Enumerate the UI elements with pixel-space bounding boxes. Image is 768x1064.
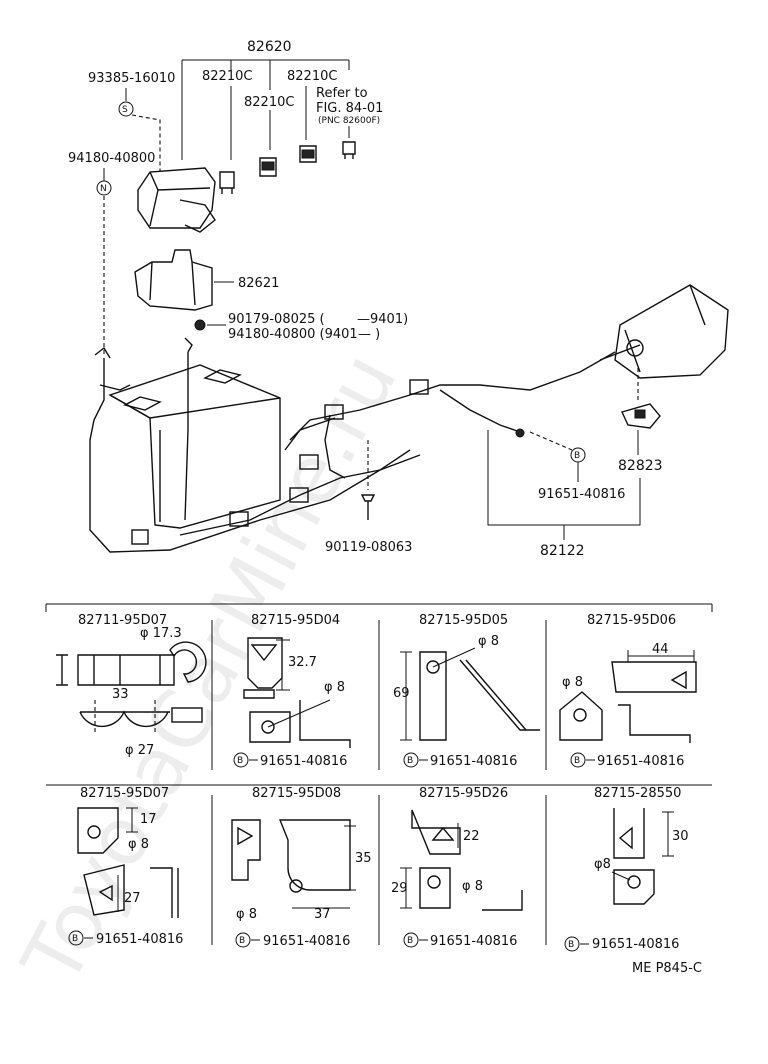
panel6-part: 82715-95D08 — [252, 786, 341, 801]
panel2-bolt-sym: B — [237, 756, 243, 766]
panel3-dim1: φ 8 — [478, 634, 499, 649]
panel8-drawing — [611, 808, 674, 905]
panel5-dim1: 17 — [140, 812, 157, 827]
panel6-bolt: 91651-40816 — [263, 934, 350, 949]
nut-icon — [194, 319, 206, 331]
panel4-bolt-sym: B — [574, 756, 580, 766]
panel5-dim3: 27 — [124, 891, 141, 906]
screw-symbol-letter: S — [122, 105, 128, 115]
label-bolt-a: 90179-08025 ( — [228, 312, 325, 327]
panel4-dim2: φ 8 — [562, 675, 583, 690]
panel7-part: 82715-95D26 — [419, 786, 508, 801]
panel4-drawing — [559, 650, 697, 743]
label-fuse-a: 82210C — [202, 69, 252, 84]
label-bolt-main: 91651-40816 — [538, 487, 625, 502]
panel1-dim2: 33 — [112, 687, 129, 702]
fuse-box-cover — [134, 249, 213, 311]
panel7-drawing — [400, 809, 523, 911]
panel2-bolt: 91651-40816 — [260, 754, 347, 769]
label-bolt-b: 94180-40800 (9401 — [228, 327, 358, 342]
panel3-bolt: 91651-40816 — [430, 754, 517, 769]
screw-symbol — [118, 101, 134, 117]
panel4-dim1: 44 — [652, 642, 669, 657]
fuse-icons — [219, 141, 356, 194]
label-fuse-b: 82210C — [244, 95, 294, 110]
panel3-dim2: 69 — [393, 686, 410, 701]
panel5-bolt-sym: B — [72, 934, 78, 944]
panel7-bolt-sym: B — [407, 936, 413, 946]
refer-line2: FIG. 84-01 — [316, 101, 383, 116]
panel6-dim3: 37 — [314, 907, 331, 922]
label-bolt-b-range: — ) — [358, 327, 380, 342]
nut-symbol-letter: N — [100, 184, 107, 194]
panel6-drawing — [231, 819, 356, 909]
panel2-drawing — [243, 637, 351, 748]
label-bolt-a-range: —9401) — [357, 312, 408, 327]
panel8-bolt-sym: B — [568, 940, 574, 950]
panel3-part: 82715-95D05 — [419, 613, 508, 628]
bolt-symbol-letter: B — [574, 451, 580, 461]
panel6-dim1: 35 — [355, 851, 372, 866]
panel2-dim2: φ 8 — [324, 680, 345, 695]
panel8-bolt: 91651-40816 — [592, 937, 679, 952]
panel5-part: 82715-95D07 — [80, 786, 169, 801]
panel-grid — [45, 603, 713, 945]
figure-code: ME P845-C — [632, 961, 702, 976]
label-wire: 82122 — [540, 543, 585, 559]
panel8-dim1: 30 — [672, 829, 689, 844]
panel1-part: 82711-95D07 — [78, 613, 167, 628]
label-clamp-bolt: 90119-08063 — [325, 540, 412, 555]
panel4-bolt: 91651-40816 — [597, 754, 684, 769]
refer-line3: (PNC 82600F) — [318, 116, 380, 126]
panel7-dim1: 22 — [463, 829, 480, 844]
wire-harness — [131, 351, 616, 545]
panel1-drawing — [56, 641, 207, 735]
panel7-dim3: φ 8 — [462, 879, 483, 894]
panel1-dim1: φ 17.3 — [140, 626, 182, 641]
fuse-box — [137, 167, 216, 233]
panel5-bolt: 91651-40816 — [96, 932, 183, 947]
label-nut: 94180-40800 — [68, 151, 155, 166]
panel6-bolt-sym: B — [239, 936, 245, 946]
panel2-dim1: 32.7 — [288, 655, 317, 670]
panel8-part: 82715-28550 — [594, 786, 681, 801]
label-fuse-c: 82210C — [287, 69, 337, 84]
panel7-bolt: 91651-40816 — [430, 934, 517, 949]
panel3-drawing — [400, 647, 540, 741]
panel6-dim2: φ 8 — [236, 907, 257, 922]
panel5-dim2: φ 8 — [128, 837, 149, 852]
label-screw: 93385-16010 — [88, 71, 175, 86]
panel1-dim3: φ 27 — [125, 743, 154, 758]
panel7-dim2: 29 — [391, 881, 408, 896]
starter-motor — [599, 284, 729, 379]
panel8-dim2: φ8 — [594, 857, 611, 872]
watermark: ToyotaCarMine.ru — [4, 338, 415, 1000]
connector — [621, 403, 661, 429]
label-cover: 82621 — [238, 276, 279, 291]
label-82620: 82620 — [247, 39, 292, 55]
panel5-drawing — [77, 807, 179, 918]
panel2-part: 82715-95D04 — [251, 613, 340, 628]
label-connector: 82823 — [618, 458, 663, 474]
refer-line1: Refer to — [316, 86, 368, 101]
panel4-part: 82715-95D06 — [587, 613, 676, 628]
panel3-bolt-sym: B — [407, 756, 413, 766]
